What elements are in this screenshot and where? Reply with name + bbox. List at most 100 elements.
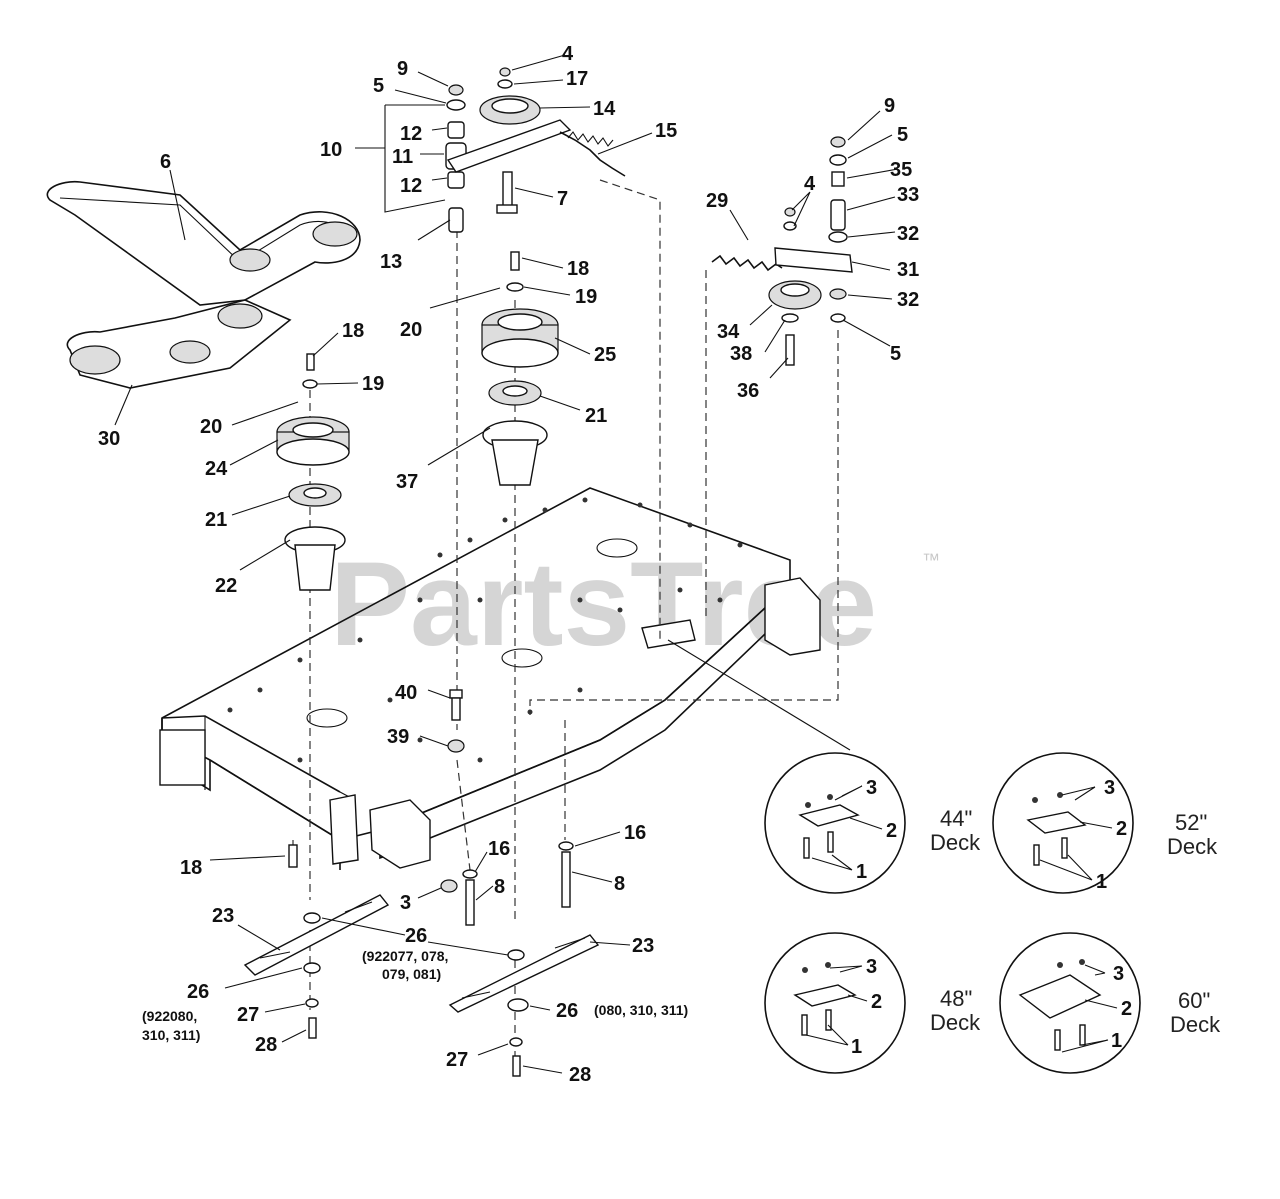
idler-arm-stack xyxy=(445,84,467,233)
callout-3-48: 3 xyxy=(866,956,877,978)
callout-2-52: 2 xyxy=(1116,818,1127,840)
note-26-mid-b: 079, 081) xyxy=(382,966,441,982)
callout-13: 13 xyxy=(380,251,402,273)
callout-21: 21 xyxy=(585,405,607,427)
callout-14: 14 xyxy=(593,98,616,120)
callout-8-right: 8 xyxy=(614,873,625,895)
callout-32b: 32 xyxy=(897,289,919,311)
callout-12b: 12 xyxy=(400,175,422,197)
callout-10: 10 xyxy=(320,139,342,161)
callout-22: 22 xyxy=(215,575,237,597)
deck-detail-60 xyxy=(999,932,1141,1074)
blades xyxy=(243,894,600,1077)
callout-18: 18 xyxy=(567,258,589,280)
callout-12: 12 xyxy=(400,123,422,145)
deck-48-size: 48" xyxy=(940,986,972,1011)
callout-30: 30 xyxy=(98,428,120,450)
callout-7: 7 xyxy=(557,188,568,210)
callout-23: 23 xyxy=(212,905,234,927)
callout-28-right: 28 xyxy=(569,1064,591,1086)
callout-32: 32 xyxy=(897,223,919,245)
callout-36: 36 xyxy=(737,380,759,402)
callout-3: 3 xyxy=(400,892,411,914)
left-spindle xyxy=(276,353,350,591)
callout-19-left: 19 xyxy=(362,373,384,395)
callout-5: 5 xyxy=(373,75,384,97)
callout-23-right: 23 xyxy=(632,935,654,957)
deck-44-word: Deck xyxy=(930,830,981,855)
center-spindle xyxy=(481,251,559,486)
callout-35: 35 xyxy=(890,159,912,181)
callout-39: 39 xyxy=(387,726,409,748)
callout-9: 9 xyxy=(397,58,408,80)
right-idler-assembly xyxy=(711,136,853,366)
callout-4-right: 4 xyxy=(804,173,816,195)
callout-15: 15 xyxy=(655,120,677,142)
callout-25: 25 xyxy=(594,344,616,366)
callout-21-left: 21 xyxy=(205,509,227,531)
deck-detail-44 xyxy=(764,752,906,894)
callout-27-right: 27 xyxy=(446,1049,468,1071)
callout-3-52: 3 xyxy=(1104,777,1115,799)
callout-29: 29 xyxy=(706,190,728,212)
leader-lines xyxy=(114,54,1118,1074)
callout-26-mid: 26 xyxy=(405,925,427,947)
deck-44-size: 44" xyxy=(940,806,972,831)
note-26-right: (080, 310, 311) xyxy=(594,1002,688,1018)
deck-52-size: 52" xyxy=(1175,810,1207,835)
idler-arm-assembly xyxy=(446,67,626,214)
drive-belts xyxy=(46,180,361,389)
callout-3-60: 3 xyxy=(1113,963,1124,985)
callout-26-right: 26 xyxy=(556,1000,578,1022)
callout-27: 27 xyxy=(237,1004,259,1026)
deck-detail-48 xyxy=(764,932,906,1074)
callout-20: 20 xyxy=(400,319,422,341)
callout-4: 4 xyxy=(562,43,574,65)
mower-deck xyxy=(159,487,821,870)
callout-18-bottom: 18 xyxy=(180,857,202,879)
callout-24: 24 xyxy=(205,458,228,480)
callout-1-52: 1 xyxy=(1096,871,1107,893)
callout-labels: 9 5 12 10 11 12 13 4 17 14 15 7 6 30 18 … xyxy=(98,43,1221,1086)
callout-1-48: 1 xyxy=(851,1036,862,1058)
callout-6: 6 xyxy=(160,151,171,173)
callout-5-right: 5 xyxy=(897,124,908,146)
hardware-40-39 xyxy=(447,689,465,753)
callout-31: 31 xyxy=(897,259,919,281)
deck-52-word: Deck xyxy=(1167,834,1218,859)
callout-2-60: 2 xyxy=(1121,998,1132,1020)
callout-9-right: 9 xyxy=(884,95,895,117)
callout-2-44: 2 xyxy=(886,820,897,842)
callout-16: 16 xyxy=(488,838,510,860)
note-26-left-b: 310, 311) xyxy=(142,1027,200,1043)
callout-18-left: 18 xyxy=(342,320,364,342)
callout-26-left: 26 xyxy=(187,981,209,1003)
callout-1-60: 1 xyxy=(1111,1030,1122,1052)
callout-19: 19 xyxy=(575,286,597,308)
note-26-mid-a: (922077, 078, xyxy=(362,948,448,964)
callout-33: 33 xyxy=(897,184,919,206)
watermark-trademark: ™ xyxy=(922,550,940,570)
deck-60-size: 60" xyxy=(1178,988,1210,1013)
callout-17: 17 xyxy=(566,68,588,90)
callout-20-left: 20 xyxy=(200,416,222,438)
callout-11: 11 xyxy=(392,146,413,168)
assembly-lines xyxy=(292,179,839,1060)
callout-34: 34 xyxy=(717,321,740,343)
note-26-left-a: (922080, xyxy=(142,1008,197,1024)
callout-1-44: 1 xyxy=(856,861,867,883)
lower-hardware xyxy=(288,841,574,926)
callout-16-right: 16 xyxy=(624,822,646,844)
callout-2-48: 2 xyxy=(871,991,882,1013)
deck-detail-52 xyxy=(992,752,1134,894)
callout-8: 8 xyxy=(494,876,505,898)
callout-40: 40 xyxy=(395,682,417,704)
callout-3-44: 3 xyxy=(866,777,877,799)
detail-leader xyxy=(667,639,851,751)
callout-38: 38 xyxy=(730,343,752,365)
callout-5-right-b: 5 xyxy=(890,343,901,365)
callout-28: 28 xyxy=(255,1034,277,1056)
deck-60-word: Deck xyxy=(1170,1012,1221,1037)
deck-48-word: Deck xyxy=(930,1010,981,1035)
